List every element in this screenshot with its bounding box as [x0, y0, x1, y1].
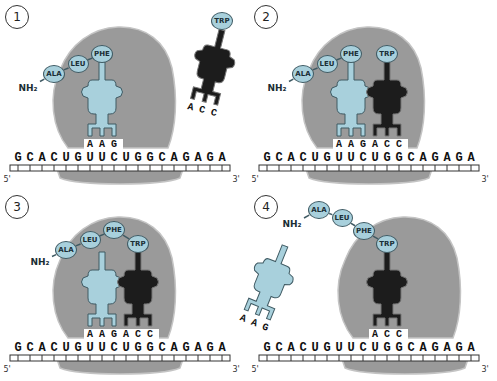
mrna-strand [10, 150, 230, 171]
node-text: TRP [379, 50, 394, 58]
strand-end: 5' [252, 365, 259, 374]
panel-illustration [238, 217, 479, 374]
node-text: PHE [106, 226, 122, 234]
amino-acid: ALA [55, 241, 77, 259]
node-text: LEU [83, 236, 98, 244]
amino-acid: TRP [127, 235, 149, 253]
amino-acid: PHE [353, 222, 375, 240]
amino-acid: TRP [211, 12, 233, 30]
node-text: 3 [13, 200, 21, 214]
anticodon: ACC [369, 139, 408, 150]
trna-dark [367, 252, 408, 326]
node-text: TRP [214, 17, 229, 25]
step-number: 1 [5, 5, 29, 29]
step-number: 3 [5, 195, 29, 219]
trna-dark [367, 62, 408, 136]
anticodon: AAG [84, 139, 123, 150]
bond-line [52, 255, 56, 257]
ribosome-large-subunit [53, 217, 175, 338]
anticodon: ACC [120, 329, 159, 340]
mrna-strand [259, 340, 479, 361]
mrna-sequence: GCACUGUUCUGGCAGAGA [14, 342, 230, 354]
node-text: PHE [343, 50, 359, 58]
strand-end: 3' [482, 365, 489, 374]
node-text: ALA [58, 246, 73, 254]
node-text: 1 [13, 10, 21, 24]
panel-illustration [259, 27, 479, 184]
anticodon: AAG [84, 329, 123, 340]
mrna-sequence: GCACUGUUCUGGCAGAGA [263, 342, 479, 354]
amino-acid: ALA [43, 65, 65, 83]
amino-terminus-bonds [40, 79, 309, 256]
amino-acid: TRP [376, 235, 398, 253]
node-text: ALA [46, 70, 61, 78]
amino-acid: ALA [292, 65, 314, 83]
amino-acid: PHE [91, 45, 113, 63]
node-text: 4 [262, 200, 270, 214]
bond-line [304, 215, 309, 218]
amino-terminus: NH₂ [31, 257, 50, 267]
trna-dark [184, 25, 242, 107]
node-text: PHE [356, 227, 372, 235]
step-number: 2 [254, 5, 278, 29]
strand-end: 3' [482, 175, 489, 184]
amino-terminus: NH₂ [283, 219, 302, 229]
step-number: 4 [254, 195, 278, 219]
anticodon: AAG [333, 139, 372, 150]
ribosome-large-subunit [53, 27, 175, 148]
strand-end: 5' [4, 175, 11, 184]
amino-acid: LEU [68, 55, 89, 73]
amino-acid: ALA [308, 201, 330, 219]
mrna-sequence: GCACUGUUCUGGCAGAGA [263, 152, 479, 164]
strand-end: 5' [4, 365, 11, 374]
amino-terminus: NH₂ [268, 83, 287, 93]
amino-acid: PHE [340, 45, 362, 63]
node-text: ALA [311, 206, 326, 214]
mrna-sequence: GCACUGUUCUGGCAGAGA [14, 152, 230, 164]
anticodon: ACC [369, 329, 408, 340]
strand-end: 3' [233, 365, 240, 374]
mrna-strand [10, 340, 230, 361]
ribosome-large-subunit [338, 217, 460, 338]
amino-acid: LEU [332, 209, 353, 227]
node-text: TRP [379, 240, 394, 248]
node-text: PHE [94, 50, 110, 58]
trna-light [82, 252, 123, 326]
strand-end: 3' [233, 175, 240, 184]
mrna-strand [259, 150, 479, 171]
panel-illustration [10, 25, 242, 184]
amino-acid: PHE [103, 221, 125, 239]
ribosome-large-subunit [302, 27, 424, 148]
bond-line [289, 79, 293, 81]
node-text: TRP [130, 240, 145, 248]
anticodon: ACC [183, 100, 224, 120]
amino-acid: LEU [317, 55, 338, 73]
peptide-bond [313, 68, 318, 70]
node-text: LEU [335, 214, 350, 222]
trna-light [82, 62, 123, 136]
peptide-bond [76, 244, 81, 246]
amino-terminus: NH₂ [19, 83, 38, 93]
anticodon: AAG [235, 311, 275, 336]
peptide-bond [64, 68, 69, 70]
trna-dark [118, 252, 159, 326]
amino-acid: TRP [376, 45, 398, 63]
trna-light [331, 62, 372, 136]
trna-light [238, 238, 304, 322]
bond-line [40, 79, 44, 81]
strand-end: 5' [252, 175, 259, 184]
node-text: ALA [295, 70, 310, 78]
node-text: 2 [262, 10, 270, 24]
node-text: LEU [71, 60, 86, 68]
amino-acid: LEU [80, 231, 101, 249]
node-text: LEU [320, 60, 335, 68]
panel-illustration [10, 217, 230, 374]
